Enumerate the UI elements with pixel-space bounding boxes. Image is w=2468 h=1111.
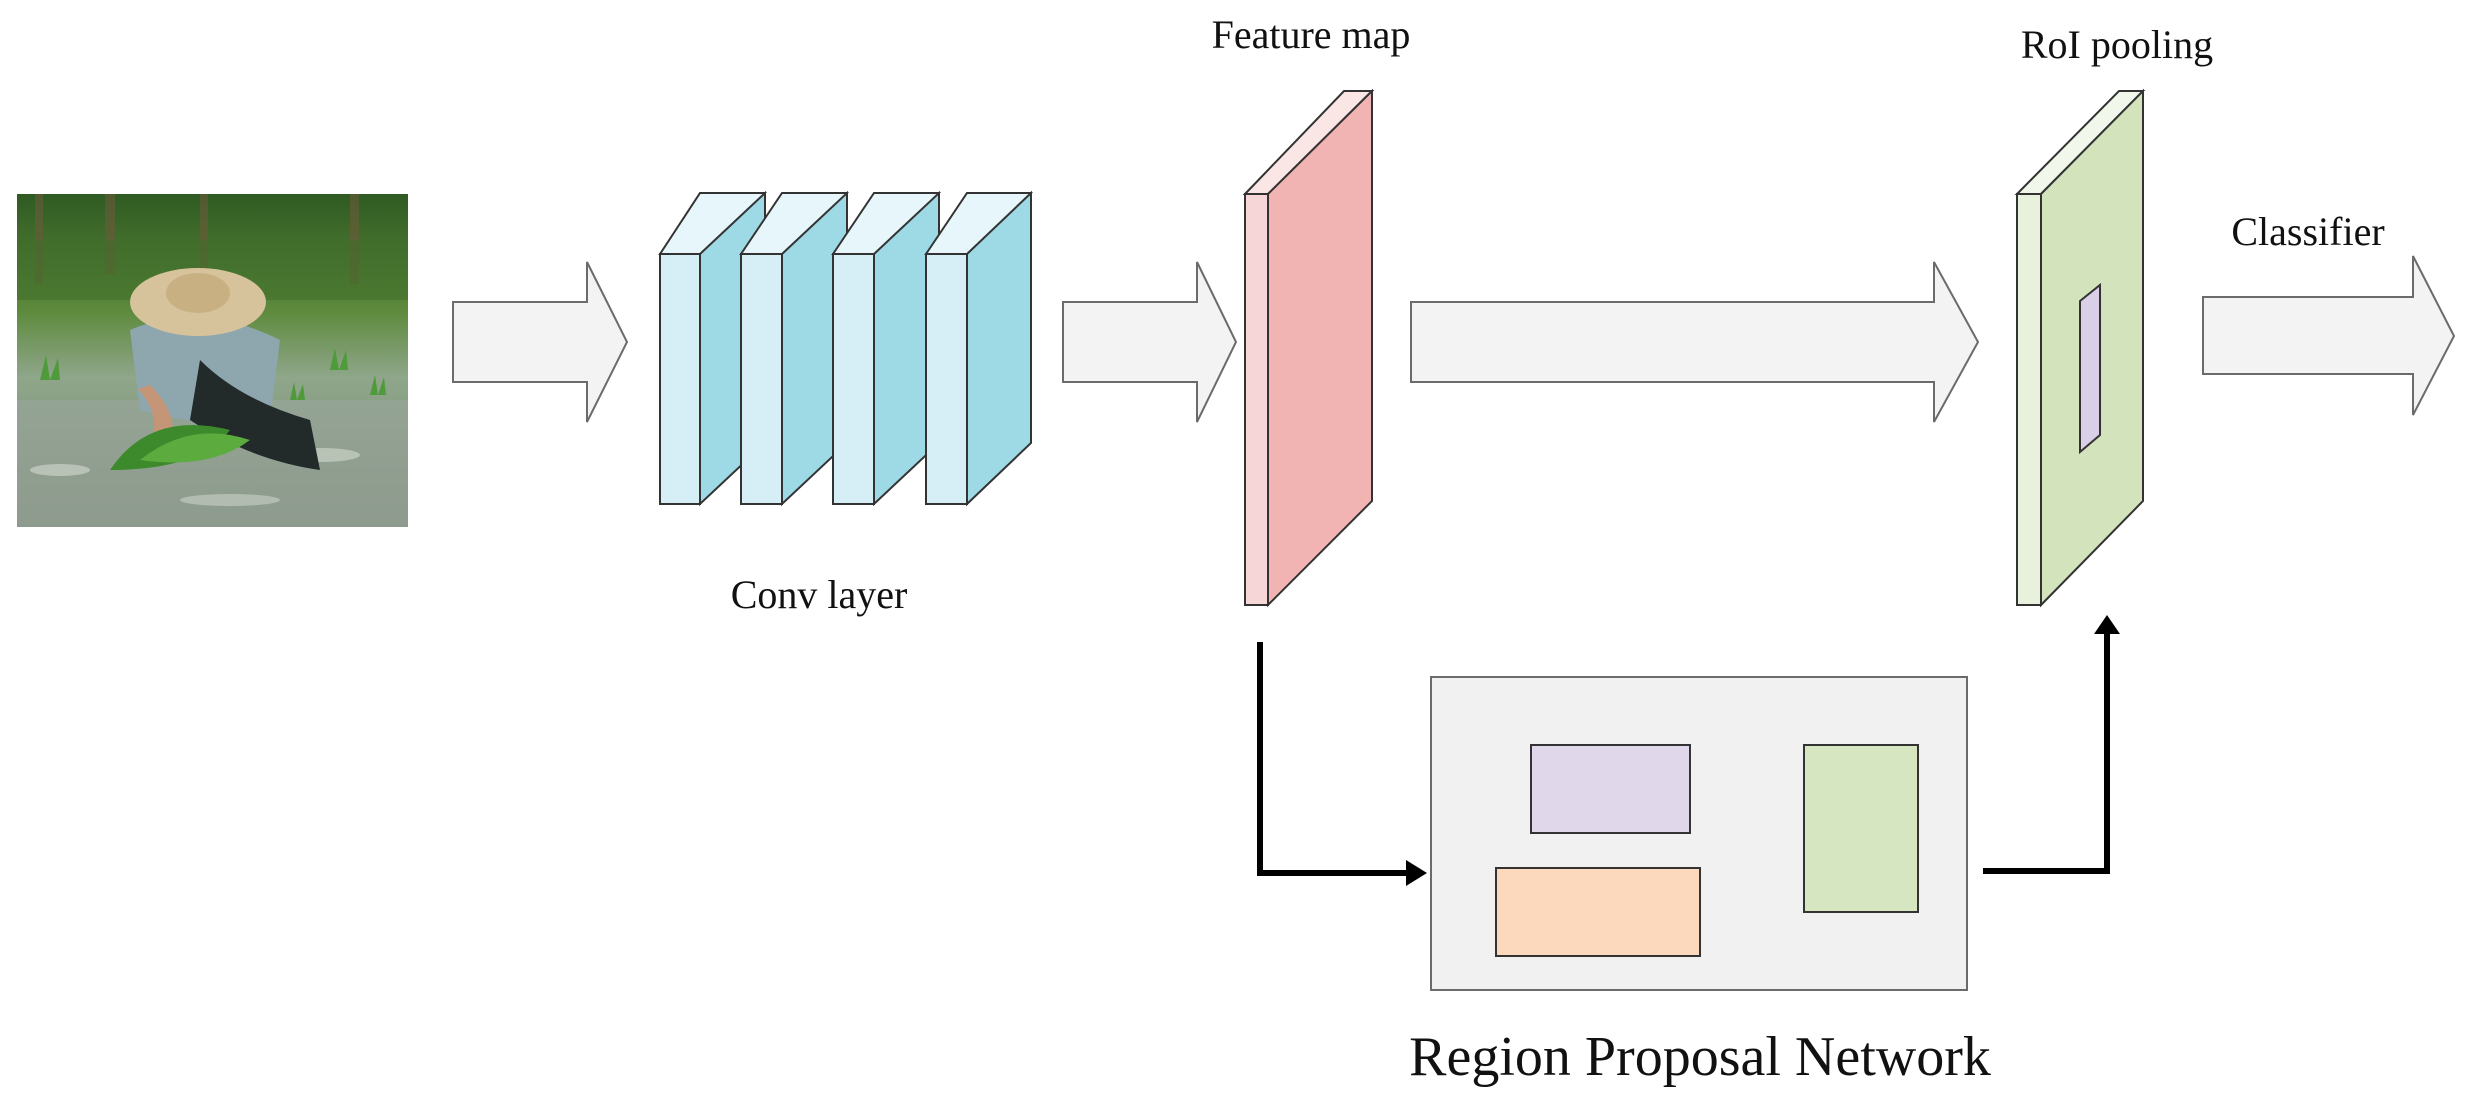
conv-layer-label: Conv layer [731,572,908,617]
rpn-proposal-purple [1530,744,1691,834]
arrowhead-right [1406,860,1427,886]
classifier-arrow [2202,255,2456,416]
rpn-proposal-orange [1495,867,1701,957]
rpn-proposal-green [1803,744,1919,913]
roi-pooling-slab [2014,88,2146,608]
conv-layer-block-4 [924,190,1033,507]
roi-pooling-label: RoI pooling [2021,22,2213,67]
connector-to-roi [1983,615,2120,874]
feature-map-label: Feature map [1212,12,1411,57]
flow-arrow-long [1410,261,1980,423]
classifier-label: Classifier [2231,209,2384,254]
arrowhead-up [2094,615,2120,634]
input-image [17,194,408,527]
roi-region [2079,282,2101,455]
feature-map-slab [1242,88,1375,608]
conv-layer-block-2 [739,190,849,507]
conv-layer-block-3 [831,190,941,507]
rpn-panel [1430,676,1968,991]
flow-arrow-1 [452,261,629,423]
connector-to-rpn [1257,642,1427,886]
rpn-label: Region Proposal Network [1409,1026,1991,1088]
flow-arrow-2 [1062,261,1238,423]
